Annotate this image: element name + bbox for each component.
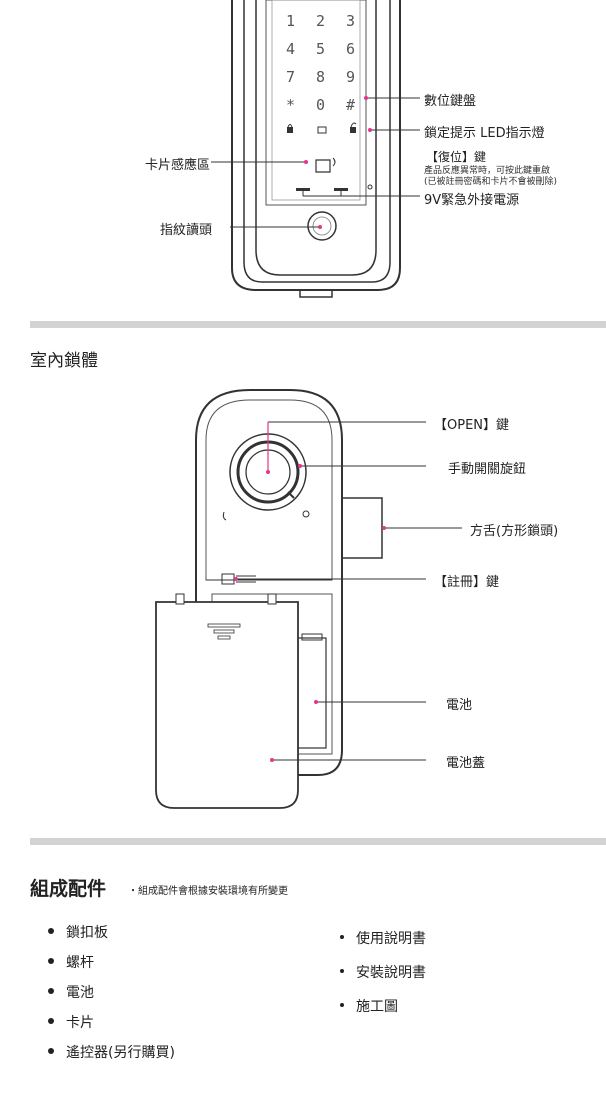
bullet-icon — [340, 935, 344, 939]
label-led: 鎖定提示 LED指示燈 — [424, 126, 545, 141]
label-battery-cover: 電池蓋 — [446, 756, 486, 771]
key-7[interactable]: 7 — [286, 68, 296, 86]
key-1[interactable]: 1 — [286, 12, 296, 30]
part-label: 電池 — [66, 985, 94, 1001]
fingerprint-reader — [307, 211, 337, 241]
key-6[interactable]: 6 — [346, 40, 356, 58]
label-power: 9V緊急外接電源 — [424, 193, 520, 208]
front-lock-diagram — [211, 0, 420, 298]
parts-right-item-2: 施工圖 — [340, 996, 398, 1016]
label-battery: 電池 — [446, 698, 473, 713]
bullet-icon — [340, 1003, 344, 1007]
parts-left-item-4: 遙控器(另行購買) — [48, 1042, 175, 1062]
keypad-glass-frame — [265, 0, 367, 206]
label-manual-knob: 手動開關旋鈕 — [448, 462, 527, 477]
separator-1 — [30, 321, 606, 328]
battery — [297, 637, 327, 749]
keypad-glass-inner — [271, 0, 361, 201]
parts-title: 組成配件 — [30, 878, 107, 900]
key-8[interactable]: 8 — [316, 68, 326, 86]
parts-left-item-0: 鎖扣板 — [48, 922, 108, 942]
key-0[interactable]: 0 — [316, 96, 326, 114]
part-label: 安裝說明書 — [356, 965, 426, 981]
indoor-title: 室內鎖體 — [30, 351, 98, 371]
front-lock-outer-shell — [231, 0, 401, 291]
label-keypad: 數位鍵盤 — [424, 94, 477, 109]
bullet-icon — [340, 969, 344, 973]
label-register-key: 【註冊】鍵 — [434, 575, 500, 590]
bullet-icon — [48, 1018, 54, 1024]
key-2[interactable]: 2 — [316, 12, 326, 30]
part-label: 螺杆 — [66, 955, 94, 971]
separator-2 — [30, 838, 606, 845]
battery-cover — [155, 601, 299, 809]
lock-status-icon — [287, 127, 293, 133]
reset-pinhole — [367, 184, 373, 190]
key-4[interactable]: 4 — [286, 40, 296, 58]
parts-left-item-3: 卡片 — [48, 1012, 94, 1032]
register-button — [221, 573, 235, 585]
power-contact-left — [296, 188, 310, 191]
parts-left-item-1: 螺杆 — [48, 952, 94, 972]
unlock-status-icon — [350, 127, 356, 133]
key-9[interactable]: 9 — [346, 68, 356, 86]
part-label: 鎖扣板 — [66, 925, 108, 941]
key-5[interactable]: 5 — [316, 40, 326, 58]
indoor-lock-diagram — [155, 389, 462, 809]
key-3[interactable]: 3 — [346, 12, 356, 30]
power-contact-right — [334, 188, 348, 191]
label-reset-title: 【復位】鍵 — [426, 150, 487, 164]
square-bolt — [341, 497, 383, 559]
part-label: 使用說明書 — [356, 931, 426, 947]
bullet-icon — [48, 1048, 54, 1054]
label-card-reader: 卡片感應區 — [145, 158, 211, 173]
label-square-bolt: 方舌(方形鎖頭) — [470, 524, 559, 539]
part-label: 卡片 — [66, 1015, 94, 1031]
card-reader-icon — [315, 159, 331, 173]
parts-left-item-2: 電池 — [48, 982, 94, 1002]
label-reset-desc2: (已被註冊密碼和卡片不會被刪除) — [424, 177, 558, 187]
part-label: 遙控器(另行購買) — [66, 1045, 175, 1061]
part-label: 施工圖 — [356, 999, 398, 1015]
bullet-icon — [48, 928, 54, 934]
key-hash[interactable]: # — [346, 96, 356, 114]
parts-right-item-1: 安裝說明書 — [340, 962, 426, 982]
battery-status-icon — [317, 126, 327, 134]
front-lock-face — [255, 0, 377, 276]
bullet-icon — [48, 958, 54, 964]
parts-right-item-0: 使用說明書 — [340, 928, 426, 948]
label-fingerprint: 指紋讀頭 — [160, 223, 213, 238]
parts-note: ・組成配件會根據安裝環境有所變更 — [128, 886, 288, 897]
label-open-key: 【OPEN】鍵 — [434, 418, 510, 433]
bullet-icon — [48, 988, 54, 994]
front-lock-inner-shell — [243, 0, 391, 283]
label-reset-desc1: 產品反應異常時，可按此鍵重啟 — [424, 166, 551, 176]
key-star[interactable]: * — [286, 96, 296, 114]
